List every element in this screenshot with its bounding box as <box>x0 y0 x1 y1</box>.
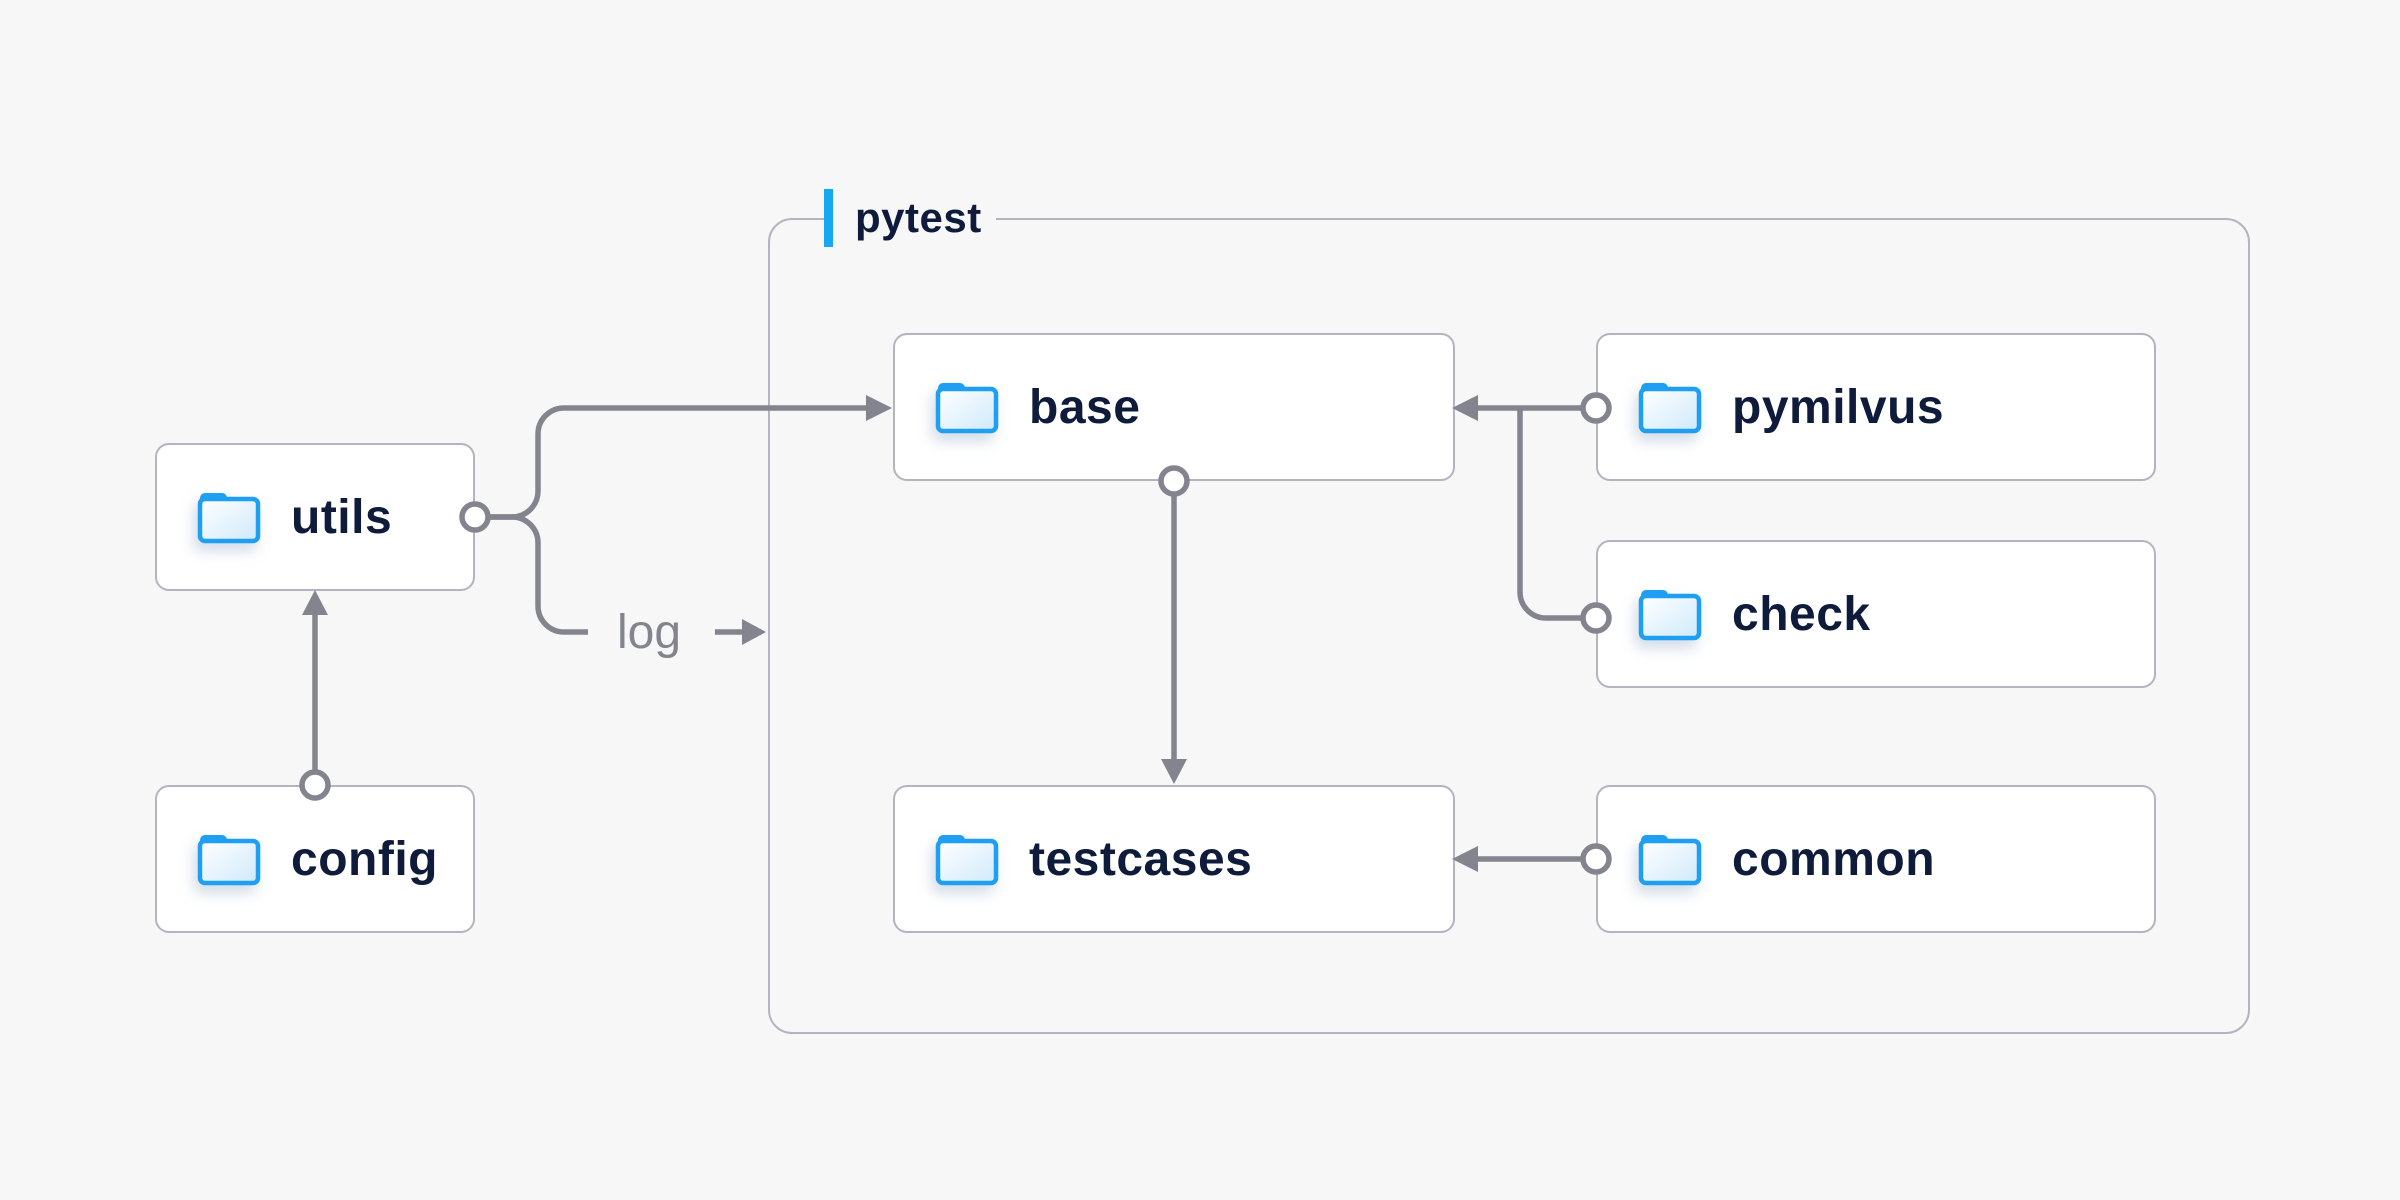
node-label-utils: utils <box>291 490 393 544</box>
node-label-check: check <box>1732 587 1871 641</box>
folder-icon <box>935 835 999 886</box>
edge-label-log: log <box>616 605 682 659</box>
folder-icon <box>197 493 261 544</box>
node-common: common <box>1596 785 2156 933</box>
folder-icon <box>1638 383 1702 434</box>
folder-icon <box>935 383 999 434</box>
node-label-config: config <box>291 832 438 886</box>
node-label-testcases: testcases <box>1029 832 1253 886</box>
node-label-base: base <box>1029 380 1141 434</box>
node-pymilvus: pymilvus <box>1596 333 2156 481</box>
node-check: check <box>1596 540 2156 688</box>
container-title: pytest <box>855 194 982 241</box>
pytest-container <box>768 218 2250 1034</box>
edge-config-utils <box>302 590 328 771</box>
accent-bar <box>824 189 833 247</box>
node-base: base <box>893 333 1455 481</box>
node-label-common: common <box>1732 832 1936 886</box>
folder-icon <box>1638 835 1702 886</box>
pytest-container-label: pytest <box>824 188 996 248</box>
node-label-pymilvus: pymilvus <box>1732 380 1945 434</box>
folder-icon <box>1638 590 1702 641</box>
node-testcases: testcases <box>893 785 1455 933</box>
folder-icon <box>197 835 261 886</box>
node-utils: utils <box>155 443 475 591</box>
node-config: config <box>155 785 475 933</box>
